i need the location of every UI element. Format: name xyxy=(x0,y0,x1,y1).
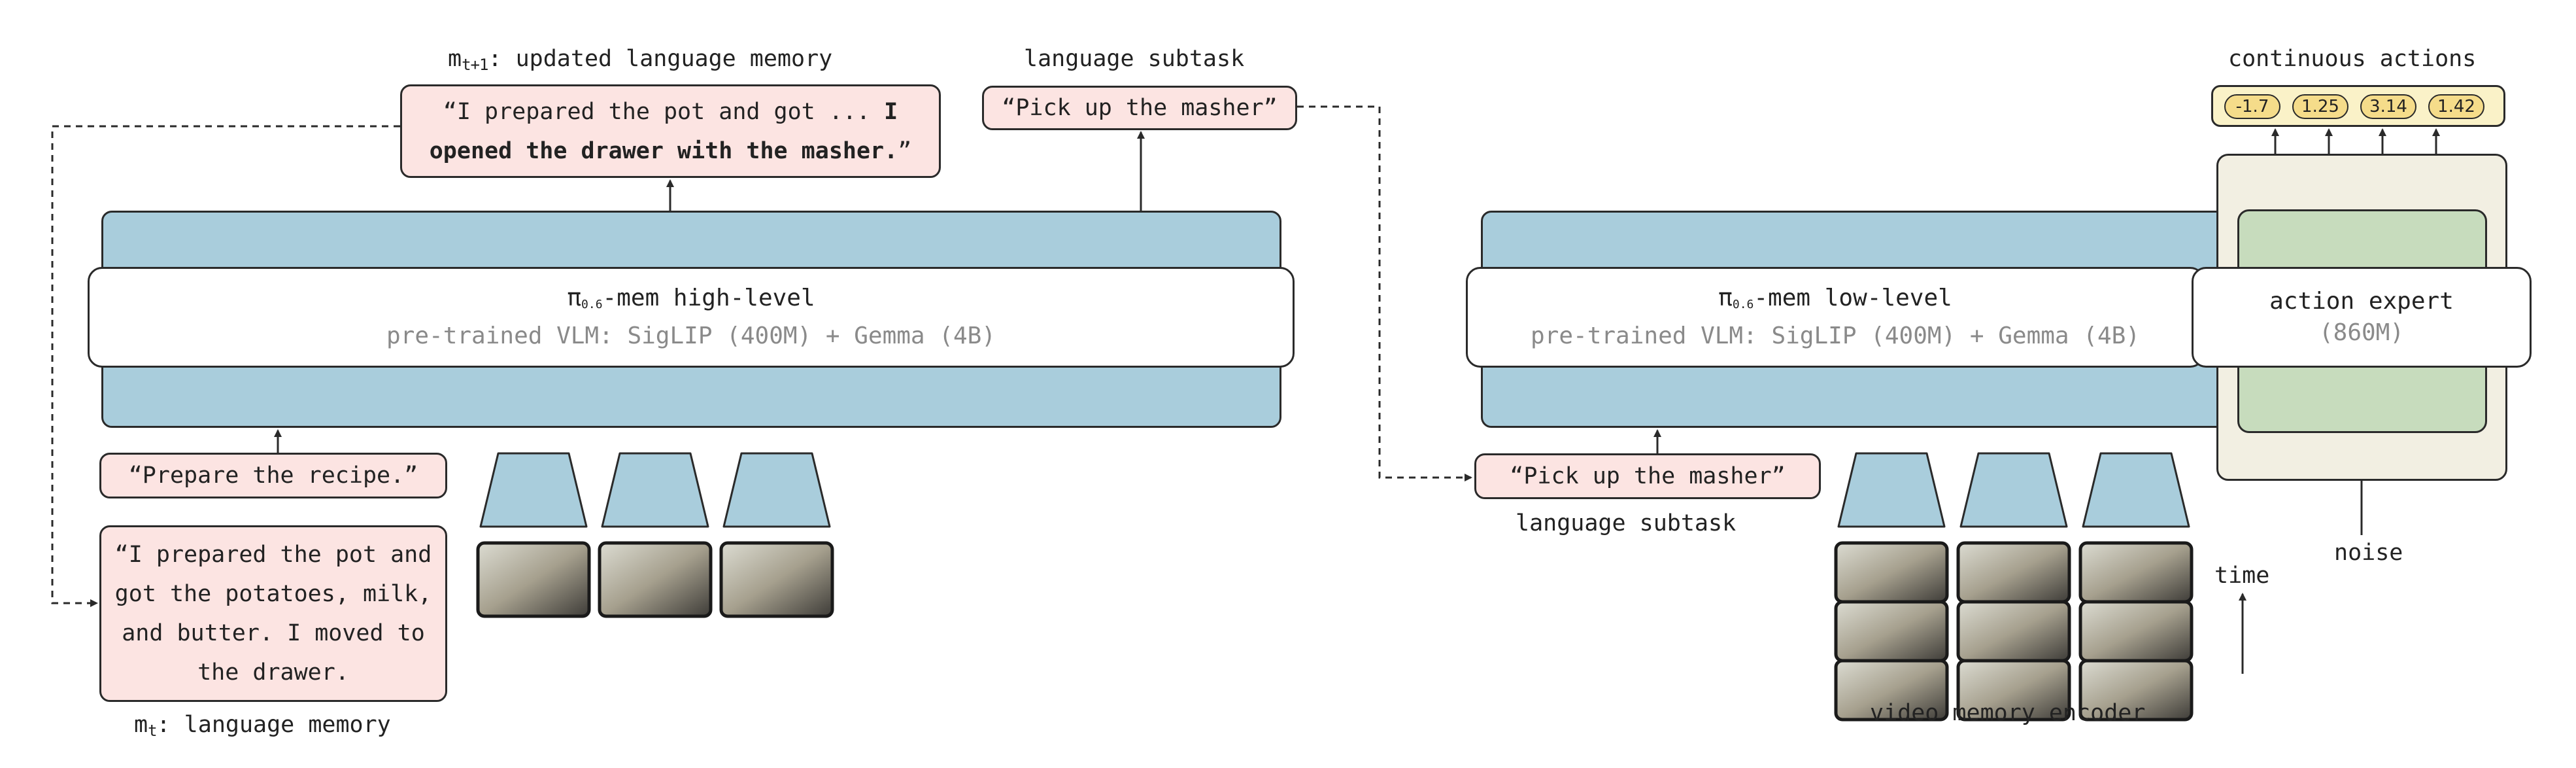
low-level-vlm-box: π0.6-mem low-level pre-trained VLM: SigL… xyxy=(1466,267,2205,368)
continuous-actions-label: continuous actions xyxy=(2228,46,2477,72)
language-memory-label: mt: language memory xyxy=(134,712,391,740)
low-level-title: π0.6-mem low-level xyxy=(1718,285,1952,311)
video-encoder xyxy=(2082,452,2190,528)
noise-label: noise xyxy=(2334,540,2403,566)
action-expert-title: action expert xyxy=(2269,288,2454,315)
video-encoder xyxy=(1837,452,1946,528)
action-value-pill: 1.25 xyxy=(2292,94,2348,119)
video-frame xyxy=(1956,541,2071,604)
video-frame xyxy=(1834,659,1949,722)
prompt-box: “Prepare the recipe.” xyxy=(99,453,447,498)
video-frame xyxy=(1834,600,1949,663)
high-level-backbone: pre-trained VLM: SigLIP (400M) + Gemma (… xyxy=(386,323,996,349)
video-frame xyxy=(1956,600,2071,663)
action-value-pill: -1.7 xyxy=(2224,94,2280,119)
video-encoder xyxy=(1959,452,2068,528)
action-expert-box: action expert (860M) xyxy=(2192,267,2532,368)
video-frame xyxy=(1834,541,1949,604)
updated-memory-label: mt+1: updated language memory xyxy=(448,46,833,74)
video-frame xyxy=(2078,600,2194,663)
high-level-subtask-box: “Pick up the masher” xyxy=(982,86,1297,130)
low-level-backbone: pre-trained VLM: SigLIP (400M) + Gemma (… xyxy=(1531,323,2140,349)
dashed-subtask-to-low-level-arrow xyxy=(1297,105,1472,481)
video-frame xyxy=(1956,659,2071,722)
action-expert-params: (860M) xyxy=(2318,319,2405,346)
high-level-subtask-label: language subtask xyxy=(1024,46,1245,72)
action-value-pill: 3.14 xyxy=(2360,94,2416,119)
updated-memory-box: “I prepared the pot and got ... I opened… xyxy=(400,84,941,178)
camera-image xyxy=(719,541,834,618)
video-memory-encoder-label: video memory encoder xyxy=(1870,700,2146,726)
camera-image xyxy=(598,541,713,618)
action-value-pill: 1.42 xyxy=(2428,94,2484,119)
high-level-title: π0.6-mem high-level xyxy=(567,285,815,311)
low-level-subtask-box: “Pick up the masher” xyxy=(1474,453,1821,499)
image-encoder xyxy=(722,452,831,528)
image-encoder xyxy=(601,452,709,528)
time-label: time xyxy=(2214,563,2270,589)
high-level-vlm-box: π0.6-mem high-level pre-trained VLM: Sig… xyxy=(88,267,1295,368)
image-encoder xyxy=(479,452,588,528)
camera-image xyxy=(476,541,591,618)
video-frame xyxy=(2078,541,2194,604)
video-frame xyxy=(2078,659,2194,722)
low-level-subtask-label: language subtask xyxy=(1516,510,1737,536)
language-memory-box: “I prepared the pot and got the potatoes… xyxy=(99,525,447,702)
